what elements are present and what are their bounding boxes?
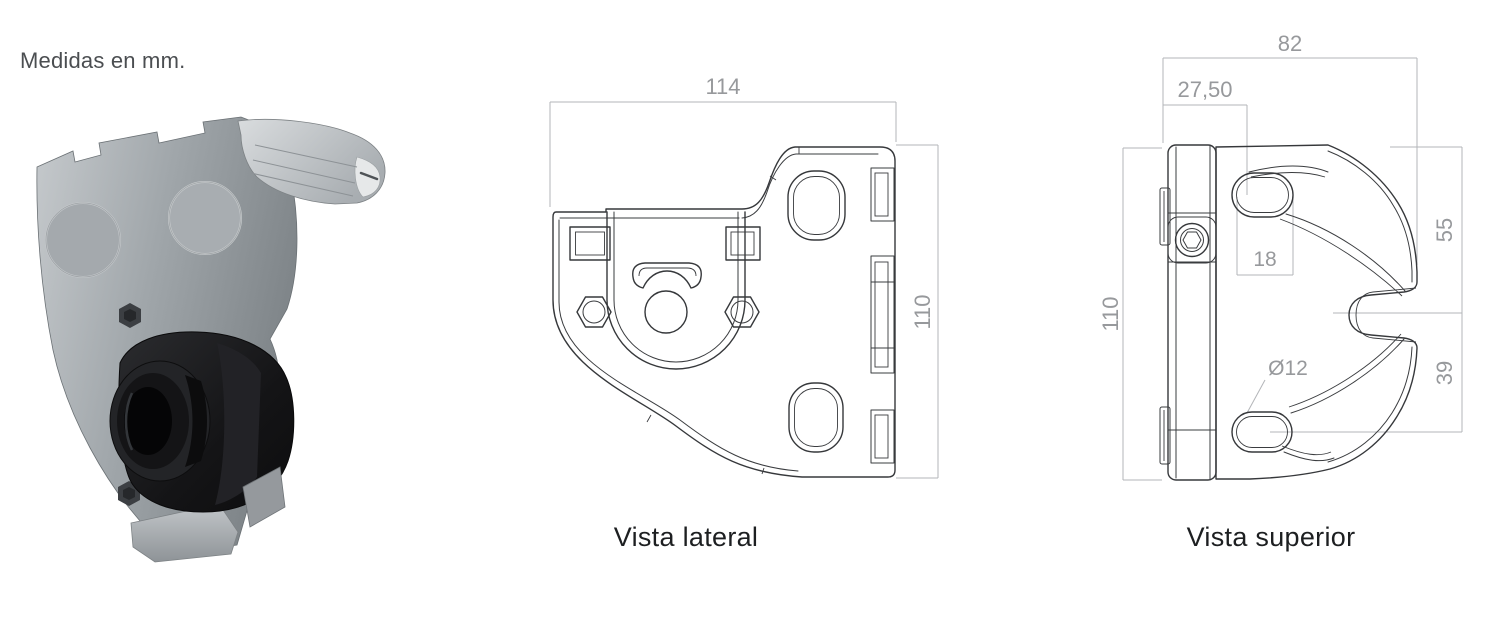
dim-superior-offset: 27,50	[1177, 77, 1232, 102]
curved-slot	[632, 262, 702, 289]
hex-nut-left	[576, 296, 612, 328]
diameter-leader-line	[1246, 379, 1266, 414]
rubber-clamp-shape	[109, 331, 295, 528]
clamp-bore	[124, 387, 172, 455]
gray-tab-under-clamp	[242, 466, 286, 528]
slot-bottom	[1231, 411, 1293, 453]
bracket-arm	[237, 119, 386, 205]
superior-dimension-lines	[1122, 57, 1463, 481]
lateral-caption: Vista lateral	[613, 522, 759, 552]
lateral-part-outline	[552, 146, 896, 478]
dim-slot-length: 18	[1253, 248, 1276, 271]
center-hole	[644, 290, 688, 334]
lateral-view-drawing: 114 110	[549, 74, 939, 479]
slot-top	[1231, 172, 1294, 218]
dim-lateral-height: 110	[910, 294, 935, 329]
dim-superior-height: 110	[1098, 296, 1123, 331]
edge-clips	[870, 167, 895, 464]
dim-slot-diameter: Ø12	[1268, 357, 1308, 380]
dim-lower-section: 39	[1432, 361, 1457, 385]
dim-lateral-width: 114	[705, 74, 740, 99]
superior-part-outline	[1159, 144, 1418, 481]
obround-hole-bottom	[788, 382, 844, 453]
hex-nut-right	[724, 296, 760, 328]
obround-hole-top	[787, 170, 846, 241]
superior-view-drawing: 82 27,50 18 110 55 39 Ø12	[1098, 31, 1463, 481]
product-photo-3d	[36, 116, 386, 563]
dim-upper-section: 55	[1432, 218, 1457, 242]
surface-edge-bands	[1248, 165, 1406, 462]
hex-bolt	[1167, 216, 1217, 264]
units-note: Medidas en mm.	[20, 48, 186, 73]
superior-caption: Vista superior	[1186, 522, 1356, 552]
dim-superior-width: 82	[1278, 31, 1302, 56]
lateral-dimension-lines	[549, 101, 939, 479]
